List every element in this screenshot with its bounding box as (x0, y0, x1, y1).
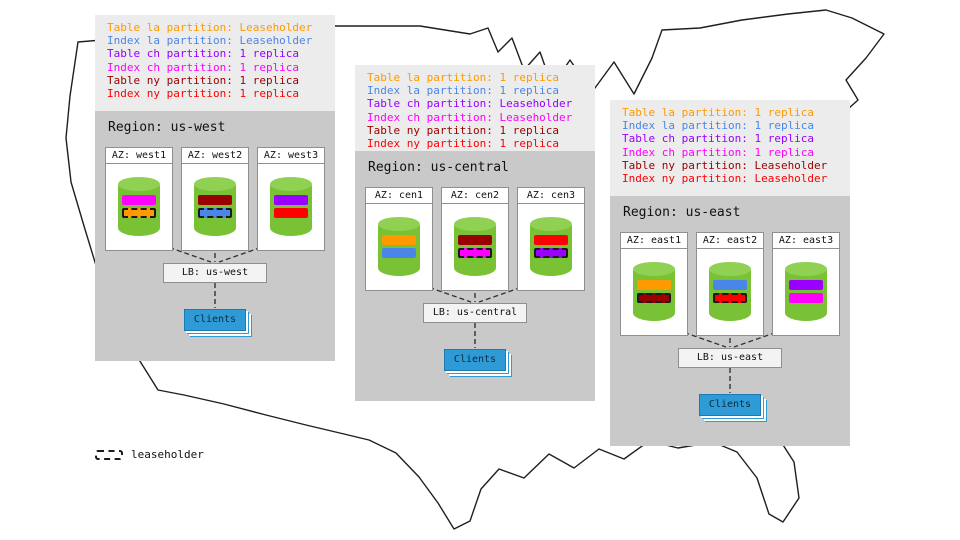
partition-bar (198, 208, 232, 218)
az-box-east3: AZ: east3 (772, 232, 840, 336)
az-label: AZ: west3 (258, 148, 324, 164)
note-line: Index ny partition: 1 replica (367, 137, 560, 151)
load-balancer-box: LB: us-central (423, 303, 527, 323)
az-row: AZ: cen1 AZ: cen2 AZ: cen3 (365, 187, 585, 291)
note-line: Index ch partition: Leaseholder (367, 110, 573, 124)
partition-bar (789, 293, 823, 303)
database-cylinder-icon (270, 177, 312, 236)
partition-bar (713, 293, 747, 303)
region-box-us-east: Region: us-east AZ: east1 AZ: east2 AZ: … (610, 196, 850, 446)
az-box-east1: AZ: east1 (620, 232, 688, 336)
note-line: Table la partition: 1 replica (367, 71, 560, 84)
database-cylinder-icon (378, 217, 420, 276)
az-body (773, 249, 839, 335)
partition-bar (713, 280, 747, 290)
partition-notes-us-central: Table la partition: 1 replica Index la p… (355, 65, 595, 151)
az-box-east2: AZ: east2 (696, 232, 764, 336)
az-box-west1: AZ: west1 (105, 147, 173, 251)
leaseholder-legend-label: leaseholder (131, 448, 204, 461)
note-line: Index ny partition: 1 replica (107, 87, 300, 101)
partition-bar (274, 208, 308, 218)
region-title: Region: us-central (368, 160, 509, 175)
partition-bar (789, 280, 823, 290)
az-label: AZ: cen1 (366, 188, 432, 204)
note-line: Index ch partition: 1 replica (107, 60, 300, 74)
partition-bar (534, 248, 568, 258)
leaseholder-legend: leaseholder (95, 448, 204, 461)
az-label: AZ: west2 (182, 148, 248, 164)
az-label: AZ: cen3 (518, 188, 584, 204)
partition-bar (534, 235, 568, 245)
note-line: Index ch partition: 1 replica (622, 145, 815, 159)
database-cylinder-icon (530, 217, 572, 276)
partition-bar (637, 293, 671, 303)
database-cylinder-icon (454, 217, 496, 276)
region-box-us-central: Region: us-central AZ: cen1 AZ: cen2 AZ:… (355, 151, 595, 401)
partition-bar (458, 248, 492, 258)
az-label: AZ: east3 (773, 233, 839, 249)
partition-bar (198, 195, 232, 205)
az-body (697, 249, 763, 335)
partition-bar (122, 208, 156, 218)
az-body (442, 204, 508, 290)
az-row: AZ: west1 AZ: west2 AZ: west3 (105, 147, 325, 251)
az-row: AZ: east1 AZ: east2 AZ: east3 (620, 232, 840, 336)
az-box-west3: AZ: west3 (257, 147, 325, 251)
note-line: Table la partition: 1 replica (622, 106, 815, 119)
note-line: Table ch partition: 1 replica (107, 47, 300, 61)
az-box-west2: AZ: west2 (181, 147, 249, 251)
database-cylinder-icon (194, 177, 236, 236)
az-box-cen2: AZ: cen2 (441, 187, 509, 291)
note-line: Table la partition: Leaseholder (107, 21, 313, 34)
partition-bar (274, 195, 308, 205)
note-line: Table ny partition: 1 replica (367, 123, 560, 137)
az-label: AZ: west1 (106, 148, 172, 164)
note-line: Index la partition: 1 replica (622, 119, 815, 133)
partition-notes-us-west: Table la partition: Leaseholder Index la… (95, 15, 335, 111)
database-cylinder-icon (633, 262, 675, 321)
note-line: Table ch partition: 1 replica (622, 132, 815, 146)
az-body (621, 249, 687, 335)
az-label: AZ: cen2 (442, 188, 508, 204)
region-title: Region: us-east (623, 205, 741, 220)
note-line: Index ny partition: Leaseholder (622, 172, 828, 186)
az-box-cen1: AZ: cen1 (365, 187, 433, 291)
partition-bar (637, 280, 671, 290)
az-body (182, 164, 248, 250)
note-line: Table ny partition: 1 replica (107, 73, 300, 87)
region-box-us-west: Region: us-west AZ: west1 AZ: west2 AZ: … (95, 111, 335, 361)
load-balancer-box: LB: us-east (678, 348, 782, 368)
clients-box: Clients (184, 309, 246, 331)
note-line: Table ny partition: Leaseholder (622, 158, 828, 172)
leaseholder-swatch-icon (95, 449, 123, 460)
partition-bar (382, 248, 416, 258)
load-balancer-box: LB: us-west (163, 263, 267, 283)
note-line: Table ch partition: Leaseholder (367, 97, 573, 111)
note-line: Index la partition: Leaseholder (107, 34, 313, 48)
az-label: AZ: east1 (621, 233, 687, 249)
note-line: Index la partition: 1 replica (367, 84, 560, 98)
database-cylinder-icon (785, 262, 827, 321)
partition-bar (382, 235, 416, 245)
az-body (518, 204, 584, 290)
partition-notes-us-east: Table la partition: 1 replica Index la p… (610, 100, 850, 196)
database-cylinder-icon (118, 177, 160, 236)
az-body (366, 204, 432, 290)
partition-bar (122, 195, 156, 205)
az-body (106, 164, 172, 250)
clients-box: Clients (444, 349, 506, 371)
region-title: Region: us-west (108, 120, 226, 135)
database-cylinder-icon (709, 262, 751, 321)
az-box-cen3: AZ: cen3 (517, 187, 585, 291)
az-body (258, 164, 324, 250)
partition-bar (458, 235, 492, 245)
az-label: AZ: east2 (697, 233, 763, 249)
clients-box: Clients (699, 394, 761, 416)
